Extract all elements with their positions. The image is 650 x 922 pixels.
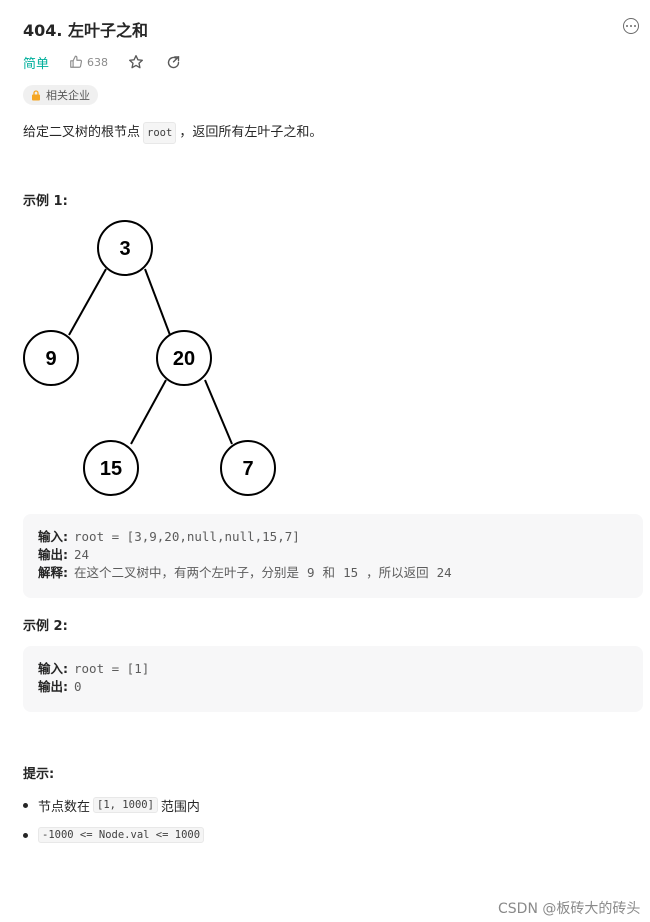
share-icon bbox=[167, 55, 180, 68]
tree-edge bbox=[144, 268, 171, 336]
star-icon bbox=[129, 55, 144, 69]
example1-heading: 示例 1: bbox=[23, 194, 68, 209]
inline-code: root bbox=[143, 122, 177, 144]
inline-code: -1000 <= Node.val <= 1000 bbox=[38, 827, 205, 843]
difficulty-badge: 简单 bbox=[23, 56, 50, 72]
example2-code-block: 输入:root = [1] 输出:0 bbox=[23, 646, 643, 712]
problem-meta: 简单 638 bbox=[23, 52, 203, 72]
share-button[interactable] bbox=[166, 55, 181, 70]
favorite-button[interactable] bbox=[128, 54, 144, 70]
tree-edge bbox=[204, 379, 233, 445]
tree-node-label: 3 bbox=[119, 238, 130, 260]
company-tag-label: 相关企业 bbox=[46, 89, 90, 102]
tree-node-label: 15 bbox=[100, 458, 122, 480]
more-options-icon[interactable] bbox=[623, 18, 639, 34]
problem-description: 给定二叉树的根节点 root ，返回所有左叶子之和。 bbox=[23, 122, 322, 144]
tree-node-circle bbox=[23, 330, 79, 386]
watermark: CSDN @板砖大的砖头 bbox=[498, 901, 641, 917]
like-button[interactable]: 638 bbox=[69, 55, 108, 69]
tree-node-label: 7 bbox=[242, 458, 253, 480]
lock-icon bbox=[32, 89, 40, 100]
thumbs-up-icon bbox=[70, 55, 83, 68]
tree-edge bbox=[68, 268, 107, 336]
tree-node-circle bbox=[97, 220, 153, 276]
example1-code-block: 输入:root = [3,9,20,null,null,15,7] 输出:24 … bbox=[23, 514, 643, 598]
list-item: -1000 <= Node.val <= 1000 bbox=[23, 825, 207, 845]
like-count: 638 bbox=[87, 55, 109, 69]
hints-list: 节点数在 [1, 1000] 范围内 -1000 <= Node.val <= … bbox=[23, 795, 207, 845]
binary-tree-diagram: 3 9 20 15 7 bbox=[23, 220, 276, 496]
hints-heading: 提示: bbox=[23, 767, 55, 782]
tree-node-circle bbox=[156, 330, 212, 386]
list-item: 节点数在 [1, 1000] 范围内 bbox=[23, 795, 207, 815]
tree-node-label: 20 bbox=[173, 348, 195, 370]
tree-node-label: 9 bbox=[45, 348, 56, 370]
tree-node-circle bbox=[83, 440, 139, 496]
related-companies-tag[interactable]: 相关企业 bbox=[23, 85, 98, 105]
tree-edge bbox=[130, 379, 167, 445]
problem-title: 404. 左叶子之和 bbox=[23, 21, 149, 40]
example2-heading: 示例 2: bbox=[23, 619, 68, 634]
inline-code: [1, 1000] bbox=[93, 797, 158, 813]
tree-node-circle bbox=[220, 440, 276, 496]
